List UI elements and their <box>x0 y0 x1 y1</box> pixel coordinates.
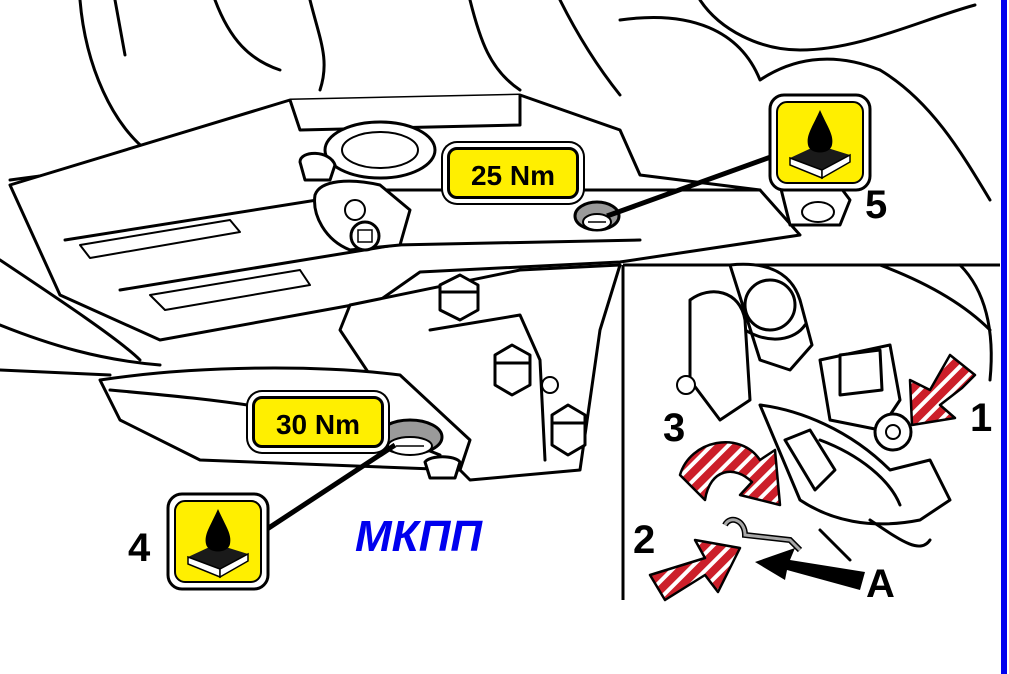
callout-2: 2 <box>633 518 656 562</box>
black-arrow-a <box>755 548 865 590</box>
diagram-title: МКПП <box>355 512 482 561</box>
callout-1: 1 <box>970 396 993 440</box>
engine-block-outline <box>0 0 992 377</box>
inset-gearshift-linkage <box>676 262 993 562</box>
leader-line-4 <box>256 442 397 538</box>
bolt-25nm <box>573 200 621 232</box>
sealant-icon-upper <box>768 93 872 192</box>
callout-4: 4 <box>128 526 151 570</box>
upper-mount-ear <box>298 151 412 252</box>
sealant-icon-lower <box>166 492 270 591</box>
red-arrow-1 <box>908 353 977 427</box>
callout-5: 5 <box>865 183 888 227</box>
leader-line-5 <box>606 147 791 219</box>
hex-bolts <box>438 273 587 457</box>
torque-badge-25nm: 25 Nm <box>447 147 579 199</box>
inset-panel-frame <box>621 263 1000 600</box>
red-arrow-2 <box>648 538 742 602</box>
torque-badge-30nm: 30 Nm <box>252 396 384 448</box>
callout-a: A <box>866 562 895 606</box>
red-arrow-3 <box>678 441 782 507</box>
callout-3: 3 <box>663 406 686 450</box>
